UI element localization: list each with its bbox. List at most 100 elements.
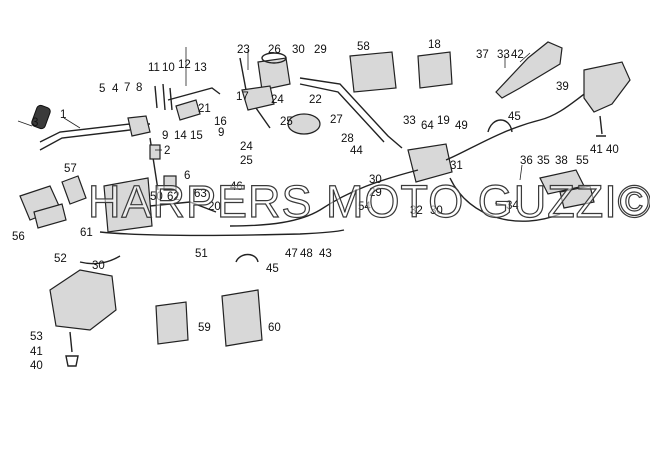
shaft-bush-lower xyxy=(163,175,177,191)
part-number-callouts: 1 2 3 4 5 6 7 8 9 10 11 12 13 14 15 16 1… xyxy=(12,39,619,372)
callout-10: 10 xyxy=(162,62,175,74)
master-cylinder-39 xyxy=(583,61,631,113)
callout-59: 59 xyxy=(198,322,211,334)
callout-40: 40 xyxy=(606,144,619,156)
clip-45b xyxy=(235,253,259,263)
callout-12: 12 xyxy=(178,59,191,71)
callout-41b: 41 xyxy=(30,346,43,358)
callout-6: 6 xyxy=(184,170,190,182)
callout-33b: 33 xyxy=(403,115,416,127)
caliper-61 xyxy=(103,177,153,233)
callout-3: 3 xyxy=(32,117,38,129)
linkage-rod xyxy=(167,87,221,101)
callout-22: 22 xyxy=(309,94,322,106)
callout-62: 62 xyxy=(167,191,180,203)
callout-32: 32 xyxy=(410,205,423,217)
callout-21: 21 xyxy=(198,103,211,115)
caliper-52 xyxy=(49,269,117,331)
callout-30c: 30 xyxy=(369,174,382,186)
linkage-clevis xyxy=(175,99,201,121)
master-cylinder-body xyxy=(241,85,275,111)
callout-31: 31 xyxy=(450,160,463,172)
callout-15: 15 xyxy=(190,130,203,142)
gear-lever-rod-lower xyxy=(39,129,131,151)
callout-17: 17 xyxy=(236,91,249,103)
callout-26: 26 xyxy=(268,44,281,56)
callout-9b: 9 xyxy=(218,127,224,139)
callout-28: 28 xyxy=(341,133,354,145)
callout-16: 16 xyxy=(214,116,227,128)
brake-distributor xyxy=(407,143,453,183)
callout-2: 2 xyxy=(164,145,170,157)
brake-rod xyxy=(299,77,403,149)
clip-45 xyxy=(487,119,513,133)
callout-50: 50 xyxy=(150,191,163,203)
callout-23: 23 xyxy=(237,44,250,56)
callout-25: 25 xyxy=(280,116,293,128)
callout-49: 49 xyxy=(455,120,468,132)
callout-leaders xyxy=(17,47,531,206)
callout-42: 42 xyxy=(511,49,524,61)
caliper-bleeder xyxy=(65,331,79,367)
callout-11: 11 xyxy=(148,62,160,74)
callout-27: 27 xyxy=(330,114,343,126)
brake-rod-lower xyxy=(299,83,385,143)
callout-43: 43 xyxy=(319,248,332,260)
callout-56: 56 xyxy=(12,231,25,243)
callout-60: 60 xyxy=(268,322,281,334)
pad-set-55b xyxy=(559,185,595,209)
banjo-41 xyxy=(596,115,606,137)
callout-29: 29 xyxy=(314,44,327,56)
callout-63: 63 xyxy=(194,188,207,200)
callout-47: 47 xyxy=(285,248,298,260)
callout-1: 1 xyxy=(60,109,66,121)
callout-9: 9 xyxy=(162,130,168,142)
callout-30d: 30 xyxy=(430,205,443,217)
bolt-assembly xyxy=(154,83,173,111)
lever-42 xyxy=(495,41,563,99)
callout-5: 5 xyxy=(99,83,105,95)
callout-54: 54 xyxy=(358,201,371,213)
lever-pivot-block xyxy=(127,115,151,137)
callout-18: 18 xyxy=(428,39,441,51)
brake-hose-34 xyxy=(449,177,561,222)
callout-45b: 45 xyxy=(266,263,279,275)
callout-37: 37 xyxy=(476,49,489,61)
reservoir-cap xyxy=(261,52,287,64)
exploded-parts-drawing xyxy=(19,41,631,367)
brake-pipe-51 xyxy=(99,229,345,237)
foot-peg-rubber xyxy=(31,104,51,130)
callout-40b: 40 xyxy=(30,360,43,372)
callout-7: 7 xyxy=(124,82,130,94)
pad-set-56b xyxy=(33,203,67,229)
callout-20: 20 xyxy=(208,201,221,213)
callout-39: 39 xyxy=(556,81,569,93)
callout-8: 8 xyxy=(136,82,142,94)
master-cylinder-reservoir xyxy=(257,57,291,91)
callout-33: 33 xyxy=(497,49,510,61)
callout-58: 58 xyxy=(357,41,370,53)
callout-30: 30 xyxy=(292,44,305,56)
pad-set-55 xyxy=(539,169,585,195)
callout-55: 55 xyxy=(576,155,589,167)
bag-58 xyxy=(349,51,397,93)
callout-46: 46 xyxy=(230,181,243,193)
callout-30b: 30 xyxy=(92,260,105,272)
callout-34: 34 xyxy=(506,200,519,212)
callout-51: 51 xyxy=(195,248,208,260)
callout-35: 35 xyxy=(537,155,550,167)
brake-pipe-to-caliper xyxy=(79,255,121,265)
callout-38: 38 xyxy=(555,155,568,167)
fluid-reservoir xyxy=(287,113,321,135)
callout-48: 48 xyxy=(300,248,313,260)
pad-set-57 xyxy=(61,175,87,205)
callout-14: 14 xyxy=(174,130,187,142)
bag-18 xyxy=(417,51,453,89)
callout-61: 61 xyxy=(80,227,93,239)
shaft-bush xyxy=(149,144,161,160)
callout-36: 36 xyxy=(520,155,533,167)
brake-line-right xyxy=(445,89,591,161)
callout-64: 64 xyxy=(421,120,434,132)
callout-25b: 25 xyxy=(240,155,253,167)
